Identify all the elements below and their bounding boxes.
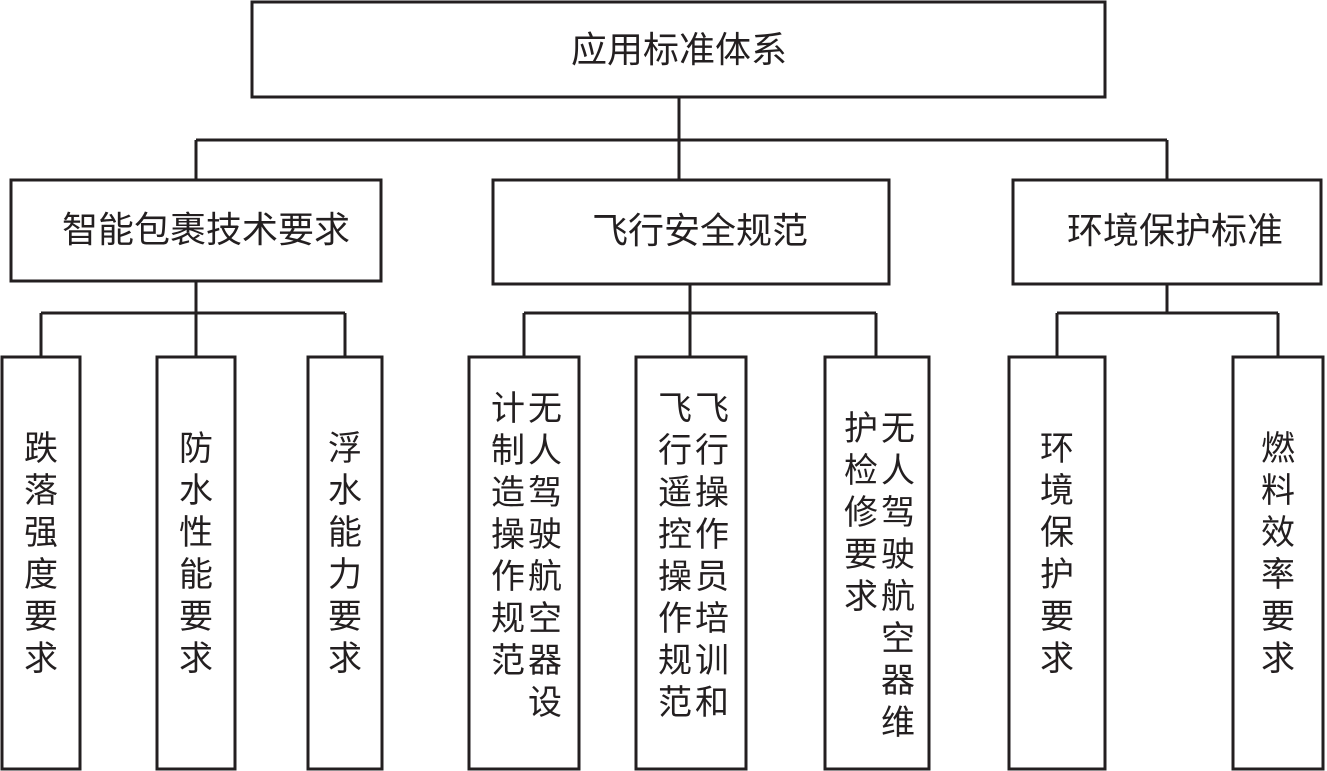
leaf-label-char: 环 [1040, 429, 1074, 469]
leaf-label-char: 求 [1261, 639, 1295, 679]
leaf-label-char: 度 [24, 555, 58, 595]
leaf-label-char: 驾 [528, 473, 562, 513]
leaf-label-char: 性 [179, 513, 213, 553]
leaf-label-char: 飞 [695, 389, 729, 429]
leaf-label-char: 求 [179, 639, 213, 679]
leaf-box-waterproof [155, 355, 237, 771]
leaf-label-char: 训 [695, 641, 729, 681]
leaf-label-char: 作 [658, 599, 692, 639]
leaf-label-char: 修 [844, 493, 878, 533]
leaf-label-char: 要 [1040, 597, 1074, 637]
leaf-label-char: 人 [881, 451, 915, 491]
leaf-label-char: 操 [658, 557, 692, 597]
leaf-label-char: 水 [179, 471, 213, 511]
leaf-label-char: 操 [491, 515, 525, 555]
leaf-box-uav-maintenance [823, 355, 931, 771]
root-label: 应用标准体系 [571, 30, 787, 71]
leaf-label-char: 要 [844, 535, 878, 575]
leaf-label-char: 求 [24, 639, 58, 679]
leaf-label-char: 求 [844, 577, 878, 617]
leaf-label-char: 范 [658, 683, 692, 723]
category-label-environment: 环境保护标准 [1067, 211, 1283, 252]
leaf-box-operator-training [634, 355, 748, 771]
leaf-label-char: 无 [528, 389, 562, 429]
leaf-label-char: 人 [528, 431, 562, 471]
category-node-environment: 环境保护标准 [1011, 178, 1323, 286]
leaf-label-char: 驶 [528, 515, 562, 555]
leaf-label-char: 料 [1261, 471, 1295, 511]
leaf-label-char: 能 [179, 555, 213, 595]
leaf-label-char: 求 [328, 639, 362, 679]
leaf-label-char: 能 [328, 513, 362, 553]
leaf-label-char: 遥 [658, 473, 692, 513]
leaf-label-char: 操 [695, 473, 729, 513]
leaf-label-char: 造 [491, 473, 525, 513]
connectors [39, 97, 1280, 357]
root-node: 应用标准体系 [250, 0, 1107, 99]
leaf-label-char: 行 [695, 431, 729, 471]
leaf-label-char: 浮 [328, 429, 362, 469]
leaf-label-char: 水 [328, 471, 362, 511]
leaf-label-char: 防 [179, 429, 213, 469]
leaf-box-env-protection [1007, 355, 1107, 771]
leaf-label-char: 航 [528, 557, 562, 597]
leaf-label-char: 维 [881, 703, 915, 743]
leaf-box-buoyancy [306, 355, 384, 771]
leaf-label-char: 率 [1261, 555, 1295, 595]
leaf-label-char: 规 [491, 599, 525, 639]
category-node-packaging: 智能包裹技术要求 [9, 178, 383, 283]
leaf-label-char: 境 [1040, 471, 1074, 511]
leaf-label-char: 控 [658, 515, 692, 555]
leaf-label-char: 计 [491, 389, 525, 429]
leaf-label-char: 要 [24, 597, 58, 637]
leaf-label-char: 跌 [24, 429, 58, 469]
leaf-label-char: 要 [1261, 597, 1295, 637]
leaf-label-char: 护 [1040, 555, 1074, 595]
leaf-label-char: 力 [328, 555, 362, 595]
leaf-label-char: 和 [695, 683, 729, 723]
leaf-labels: 跌落强度要求防水性能要求浮水能力要求无人驾驶航空器设计制造操作规范飞行操作员培训… [24, 389, 1295, 743]
leaf-label-char: 落 [24, 471, 58, 511]
leaf-box-fuel-efficiency [1231, 355, 1325, 771]
leaf-label-char: 强 [24, 513, 58, 553]
leaf-label-char: 作 [491, 557, 525, 597]
leaf-box-uav-design-ops [467, 355, 581, 771]
leaf-label-char: 要 [179, 597, 213, 637]
leaf-label-char: 航 [881, 577, 915, 617]
leaf-label-char: 范 [491, 641, 525, 681]
leaf-label-char: 效 [1261, 513, 1295, 553]
leaf-label-char: 规 [658, 641, 692, 681]
category-node-flight-safety: 飞行安全规范 [491, 178, 891, 286]
leaf-label-char: 飞 [658, 389, 692, 429]
leaf-box-drop-strength [0, 355, 82, 771]
leaf-label-char: 器 [528, 641, 562, 681]
leaf-label-char: 检 [844, 451, 878, 491]
leaf-label-char: 要 [328, 597, 362, 637]
category-label-flight-safety: 飞行安全规范 [592, 211, 808, 252]
leaf-label-char: 燃 [1261, 429, 1295, 469]
leaf-label-char: 员 [695, 557, 729, 597]
leaf-label-char: 培 [695, 599, 729, 639]
category-label-packaging: 智能包裹技术要求 [62, 210, 350, 251]
leaf-label-char: 设 [528, 683, 562, 723]
leaf-label-char: 器 [881, 661, 915, 701]
leaf-label-char: 驶 [881, 535, 915, 575]
leaf-label-char: 保 [1040, 513, 1074, 553]
leaf-label-char: 作 [695, 515, 729, 555]
leaf-label-char: 制 [491, 431, 525, 471]
leaf-label-char: 求 [1040, 639, 1074, 679]
leaf-label-char: 驾 [881, 493, 915, 533]
leaf-label-char: 空 [528, 599, 562, 639]
leaf-label-char: 护 [844, 409, 878, 449]
leaf-label-char: 空 [881, 619, 915, 659]
leaf-label-char: 行 [658, 431, 692, 471]
leaf-label-char: 无 [881, 409, 915, 449]
